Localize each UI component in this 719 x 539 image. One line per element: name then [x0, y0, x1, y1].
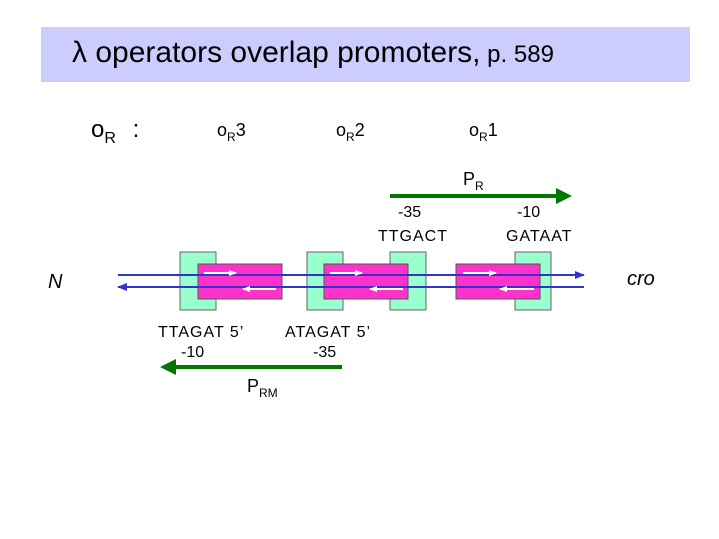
prm-arrow-head	[160, 359, 176, 375]
title-banner	[41, 27, 690, 82]
prm-minus10: -10	[181, 344, 205, 361]
lambda-symbol: λ	[72, 36, 87, 69]
operator-label-or2: oR2	[336, 120, 365, 144]
operator-or3	[197, 263, 283, 300]
pr-arrow-head	[556, 188, 572, 204]
title-text: operators overlap promoters,	[87, 36, 481, 69]
slide-title: λ operators overlap promoters, p. 589	[72, 36, 554, 70]
gene-cro: cro	[627, 268, 655, 290]
gene-n: N	[48, 271, 63, 293]
pr-minus35: -35	[398, 204, 422, 221]
operator-or1	[455, 263, 541, 300]
prm-label: PRM	[247, 376, 278, 400]
operator-label-or3: oR3	[217, 120, 246, 144]
pr-minus10: -10	[517, 204, 541, 221]
or-header: oR :	[91, 116, 140, 147]
operator-label-or1: oR1	[469, 120, 498, 144]
pr-seq-10: GATAAT	[506, 228, 573, 245]
title-page-ref: p. 589	[480, 41, 554, 68]
pr-label: PR	[463, 169, 484, 193]
prm-minus35: -35	[313, 344, 337, 361]
prm-seq-35: ATAGAT 5’	[285, 324, 372, 341]
operator-or2	[323, 263, 409, 300]
pr-seq-35: TTGACT	[378, 228, 448, 245]
prm-seq-10: TTAGAT 5’	[158, 324, 245, 341]
